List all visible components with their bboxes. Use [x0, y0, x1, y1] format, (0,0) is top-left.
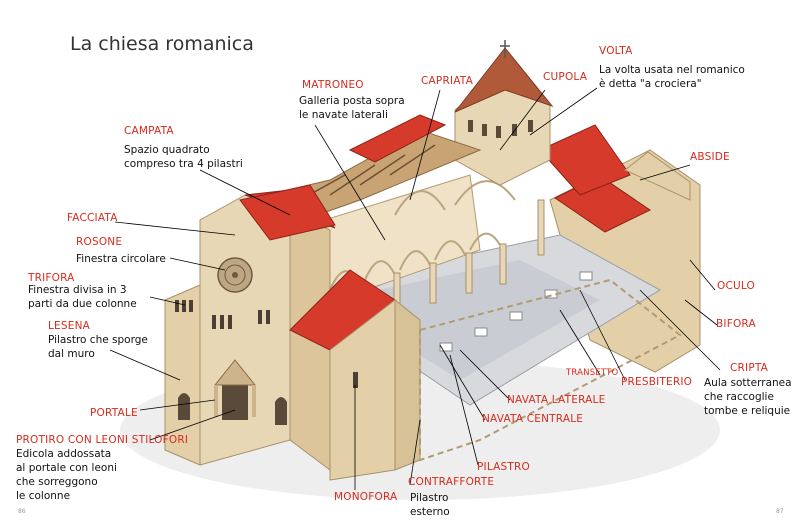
- label-transetto: TRANSETTO: [566, 368, 619, 378]
- page-title: La chiesa romanica: [70, 33, 254, 55]
- label-protiro: PROTIRO CON LEONI STILOFORI: [16, 434, 189, 446]
- apse-wall: [624, 151, 691, 201]
- side-portal-left: [178, 393, 190, 420]
- left-aisle-roof: [239, 184, 336, 241]
- cut-edge: [419, 278, 682, 462]
- label-navata-centrale: NAVATA CENTRALE: [482, 413, 584, 425]
- desc-volta: La volta usata nel romanico è detta "a c…: [599, 64, 745, 90]
- desc-protiro: Edicola addossata al portale con leoni c…: [16, 448, 117, 502]
- apse-roof: [539, 124, 631, 196]
- label-navata-laterale: NAVATA LATERALE: [507, 394, 606, 406]
- dome-roof: [454, 47, 554, 113]
- label-oculo: OCULO: [717, 280, 756, 292]
- portal: [222, 375, 248, 420]
- desc-lesena: Pilastro che sporge dal muro: [48, 334, 148, 360]
- desc-trifora: Finestra divisa in 3 parti da due colonn…: [28, 284, 137, 310]
- upper-nave-roof: [348, 114, 447, 163]
- desc-campata: Spazio quadrato compreso tra 4 pilastri: [124, 144, 243, 170]
- label-volta: VOLTA: [599, 45, 633, 57]
- label-campata: CAMPATA: [124, 125, 174, 137]
- desc-contrafforte: Pilastro esterno: [410, 492, 450, 518]
- label-lesena: LESENA: [48, 320, 91, 332]
- trifora-windows: [175, 300, 270, 329]
- leader-lines: [109, 87, 721, 490]
- side-portal-right: [275, 397, 287, 425]
- desc-cripta: Aula sotterranea che raccoglie tombe e r…: [704, 377, 792, 417]
- label-monofora: MONOFORA: [334, 491, 398, 503]
- monofora-window: [353, 372, 358, 388]
- page-number-left: 86: [18, 508, 26, 515]
- label-abside: ABSIDE: [690, 151, 730, 163]
- label-bifora: BIFORA: [716, 318, 756, 330]
- protiro: [213, 359, 257, 386]
- desc-rosone: Finestra circolare: [76, 253, 166, 265]
- desc-matroneo: Galleria posta sopra le navate laterali: [299, 95, 405, 121]
- facade-left-wing: [164, 284, 201, 466]
- label-cupola: CUPOLA: [543, 71, 588, 83]
- label-contrafforte: CONTRAFFORTE: [408, 476, 495, 488]
- page-number-right: 87: [776, 508, 784, 515]
- label-trifora: TRIFORA: [28, 272, 75, 284]
- label-pilastro: PILASTRO: [477, 461, 530, 473]
- pillar-bases: [439, 271, 593, 352]
- label-cripta: CRIPTA: [730, 362, 769, 374]
- label-rosone: ROSONE: [76, 236, 123, 248]
- label-capriata: CAPRIATA: [421, 75, 473, 87]
- label-presbiterio: PRESBITERIO: [621, 376, 693, 388]
- label-facciata: FACCIATA: [67, 212, 118, 224]
- label-matroneo: MATRONEO: [302, 79, 364, 91]
- label-portale: PORTALE: [90, 407, 138, 419]
